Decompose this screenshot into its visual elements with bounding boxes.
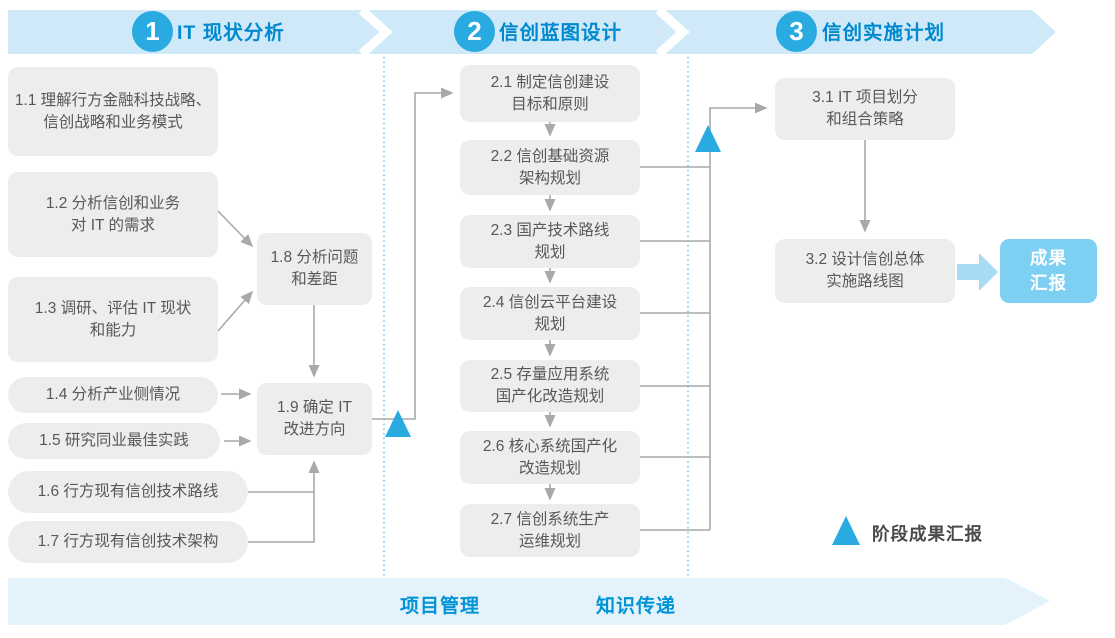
phase-1-number-badge: 1 (132, 11, 173, 52)
phase-2-title: 信创蓝图设计 (499, 22, 623, 44)
flow-box-1-2: 1.2 分析信创和业务 对 IT 的需求 (8, 172, 218, 257)
bottom-label-project-management: 项目管理 (400, 596, 481, 617)
legend-triangle-icon (832, 516, 860, 545)
phase-3-title: 信创实施计划 (822, 22, 946, 44)
phase-3-number-badge: 3 (776, 11, 817, 52)
thick-arrow-icon (957, 253, 998, 291)
result-report-box: 成果 汇报 (1000, 239, 1097, 303)
bottom-label-knowledge-transfer: 知识传递 (596, 596, 677, 617)
flow-box-3-2: 3.2 设计信创总体 实施路线图 (775, 239, 955, 303)
flow-box-2-6: 2.6 核心系统国产化 改造规划 (460, 431, 640, 484)
flow-box-3-1: 3.1 IT 项目划分 和组合策略 (775, 78, 955, 140)
flow-box-1-6: 1.6 行方现有信创技术路线 (8, 471, 248, 513)
flow-box-1-9: 1.9 确定 IT 改进方向 (257, 383, 372, 455)
flow-box-1-7: 1.7 行方现有信创技术架构 (8, 521, 248, 563)
bottom-banner (8, 578, 1050, 625)
milestone-triangle-icon (695, 125, 721, 152)
phase-1-title: IT 现状分析 (177, 22, 285, 44)
chevron-separator-icon (358, 6, 393, 58)
flow-box-1-4: 1.4 分析产业侧情况 (8, 377, 218, 413)
flow-box-2-1: 2.1 制定信创建设 目标和原则 (460, 65, 640, 122)
flow-box-1-8: 1.8 分析问题 和差距 (257, 233, 372, 305)
legend-label: 阶段成果汇报 (872, 524, 983, 544)
chevron-separator-icon (655, 6, 690, 58)
flow-box-1-1: 1.1 理解行方金融科技战略、 信创战略和业务模式 (8, 67, 218, 156)
flow-box-1-3: 1.3 调研、评估 IT 现状 和能力 (8, 277, 218, 362)
flow-box-2-7: 2.7 信创系统生产 运维规划 (460, 504, 640, 557)
phase-2-number-badge: 2 (454, 11, 495, 52)
flow-box-1-5: 1.5 研究同业最佳实践 (8, 423, 220, 459)
flow-box-2-5: 2.5 存量应用系统 国产化改造规划 (460, 360, 640, 412)
flow-box-2-2: 2.2 信创基础资源 架构规划 (460, 140, 640, 195)
flow-box-2-4: 2.4 信创云平台建设 规划 (460, 287, 640, 340)
flow-box-2-3: 2.3 国产技术路线 规划 (460, 215, 640, 268)
milestone-triangle-icon (385, 410, 411, 437)
